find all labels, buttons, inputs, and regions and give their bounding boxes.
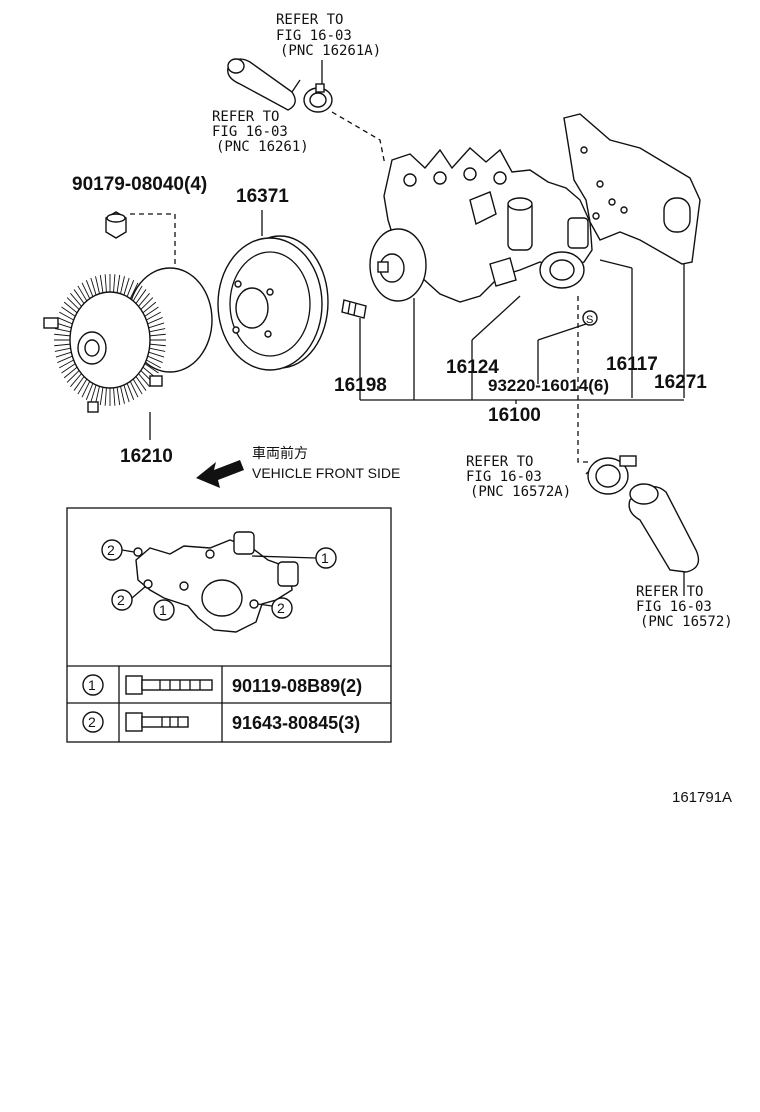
direction-label-en: VEHICLE FRONT SIDE	[252, 465, 400, 481]
ref-hose-clamp-bottom-line3: (PNC 16572A)	[470, 484, 571, 500]
svg-text:1: 1	[321, 550, 329, 566]
ref-hose-clamp-top-line2: FIG 16-03	[276, 28, 352, 44]
water-pump-drawing	[369, 147, 593, 303]
nut-dash-leader	[130, 213, 176, 290]
vehicle-front-direction: 車両前方 VEHICLE FRONT SIDE	[196, 445, 400, 488]
callout-2-left: 2	[111, 585, 147, 611]
ref-hose-clamp-top-line1: REFER TO	[276, 12, 343, 28]
callout-1-right: 1	[251, 547, 337, 569]
direction-label-jp: 車両前方	[252, 445, 308, 461]
svg-text:S: S	[586, 314, 593, 326]
part-label-stud: 16198	[334, 375, 387, 396]
lower-hose-dash-leader	[577, 296, 590, 463]
part-label-gasket: 16117	[606, 354, 658, 375]
inset-row-2: 2 91643-80845(3)	[82, 711, 360, 733]
ref-hose-clamp-bottom-line1: REFER TO	[466, 454, 533, 470]
row-2-key: 2	[88, 714, 96, 730]
svg-text:2: 2	[107, 542, 115, 558]
callout-2-right: 2	[257, 597, 293, 619]
plate-drawing	[563, 113, 701, 265]
ref-hose-bottom-line3: (PNC 16572)	[640, 614, 733, 630]
bolt-inset-panel: 2 1 2 1 2 1	[66, 507, 392, 743]
callout-2-upper-left: 2	[101, 539, 135, 561]
lower-hose-clamp-drawing	[585, 455, 637, 495]
svg-text:2: 2	[277, 600, 285, 616]
long-bolt-icon	[125, 675, 213, 695]
gasket-bolt-symbol: S	[582, 310, 598, 326]
row-1-key: 1	[88, 677, 96, 693]
callout-1-bottom: 1	[153, 599, 175, 621]
ref-hose-top-line3: (PNC 16261)	[216, 139, 309, 155]
svg-text:1: 1	[159, 602, 167, 618]
upper-hose-clamp-drawing	[303, 60, 333, 113]
ref-hose-bottom-line1: REFER TO	[636, 584, 703, 600]
pulley-drawing	[217, 235, 329, 371]
ref-hose-top-line1: REFER TO	[212, 109, 279, 125]
ref-hose-clamp-top: REFER TO FIG 16-03 (PNC 16261A)	[276, 12, 381, 59]
ref-hose-top: REFER TO FIG 16-03 (PNC 16261)	[212, 109, 309, 155]
nut-drawing	[105, 211, 127, 239]
ref-hose-bottom-line2: FIG 16-03	[636, 599, 712, 615]
part-label-assembly: 16100	[488, 405, 541, 426]
stud-drawing	[341, 299, 367, 319]
part-label-pulley: 16371	[236, 186, 289, 207]
figure-id: 161791A	[672, 789, 732, 806]
part-label-nut: 90179-08040(4)	[72, 174, 207, 195]
part-label-gasket-bolt: 93220-16014(6)	[488, 376, 609, 395]
part-label-plate: 16271	[654, 372, 707, 393]
row-2-part-number: 91643-80845(3)	[232, 713, 360, 733]
upper-hose-drawing	[227, 58, 301, 111]
direction-arrow-icon	[196, 460, 244, 488]
svg-text:2: 2	[117, 592, 125, 608]
upper-hose-dash-leader	[331, 111, 386, 166]
inset-row-1: 1 90119-08B89(2)	[82, 674, 362, 696]
ref-hose-top-line2: FIG 16-03	[212, 124, 288, 140]
short-bolt-icon	[125, 712, 189, 732]
ref-hose-clamp-bottom: REFER TO FIG 16-03 (PNC 16572A)	[466, 454, 571, 500]
lower-hose-drawing	[628, 483, 700, 596]
fan-clutch-drawing	[43, 267, 213, 413]
ref-hose-clamp-top-line3: (PNC 16261A)	[280, 43, 381, 59]
part-label-fan-clutch: 16210	[120, 446, 173, 467]
row-1-part-number: 90119-08B89(2)	[232, 676, 362, 696]
part-label-pump-body: 16124	[446, 357, 499, 378]
ref-hose-bottom: REFER TO FIG 16-03 (PNC 16572)	[636, 584, 733, 630]
ref-hose-clamp-bottom-line2: FIG 16-03	[466, 469, 542, 485]
